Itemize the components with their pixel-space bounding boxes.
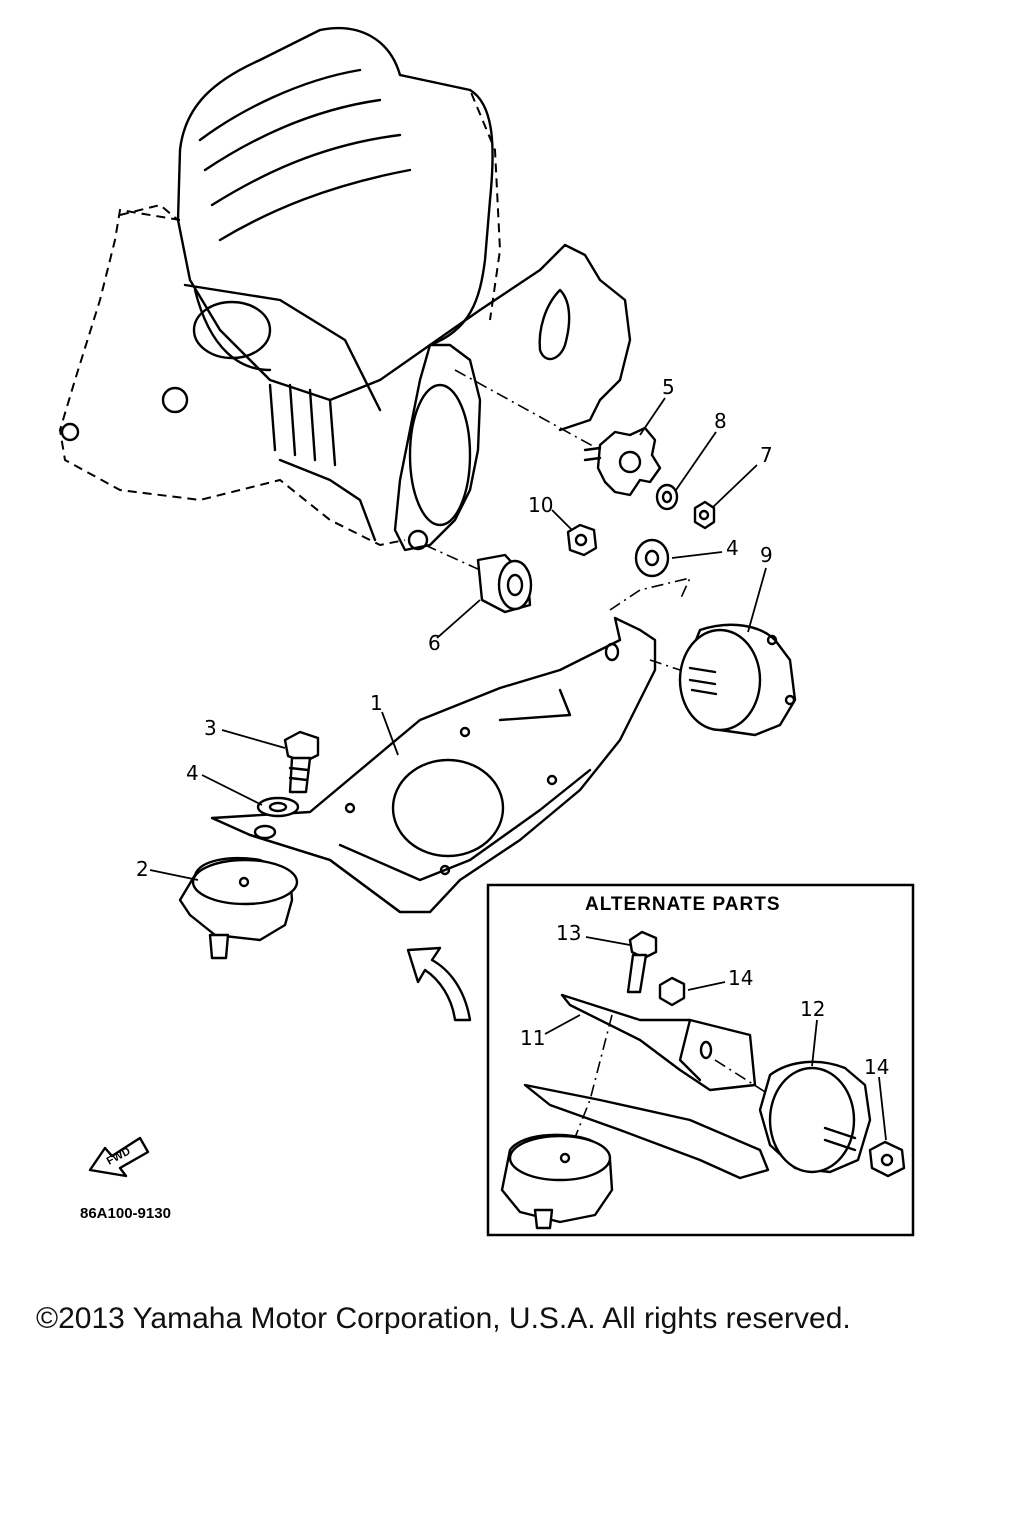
callout-9: 9: [760, 543, 773, 567]
part-9-rubber-mount-illustration: [649, 623, 797, 737]
callout-12: 12: [800, 997, 825, 1021]
callout-14b: 14: [864, 1055, 889, 1079]
callout-labels: 1 2 3 4 4 5 6 7 8 9 10 11 12 13 14 14: [136, 375, 889, 1079]
fwd-arrow-icon: FWD: [88, 1136, 150, 1178]
engine-block-illustration: [58, 26, 502, 547]
callout-6: 6: [428, 631, 441, 655]
callout-3: 3: [204, 716, 217, 740]
small-hardware-illustration: [566, 483, 716, 578]
part-6-illustration: [424, 544, 533, 614]
leader-lines: [149, 397, 887, 1141]
crankcase-cover-illustration: [393, 243, 632, 552]
callout-4a: 4: [186, 761, 199, 785]
alternate-parts-title: ALTERNATE PARTS: [585, 894, 781, 915]
alternate-parts-box: ALTERNATE PARTS: [486, 883, 915, 1237]
callout-1: 1: [370, 691, 383, 715]
part-code: 86A100-9130: [80, 1205, 171, 1222]
callout-8: 8: [714, 409, 727, 433]
callout-11: 11: [520, 1026, 545, 1050]
callout-14a: 14: [728, 966, 753, 990]
callout-5: 5: [662, 375, 675, 399]
part-5-illustration: [583, 426, 662, 497]
callout-2: 2: [136, 857, 149, 881]
exploded-parts-diagram: FWD 86A100-9130 ALTERNATE PARTS: [58, 26, 915, 1237]
direction-arrow-icon: [406, 946, 472, 1022]
callout-10: 10: [528, 493, 553, 517]
parts-2-3-4-illustration: [178, 730, 320, 960]
callout-13: 13: [556, 921, 581, 945]
copyright-notice: ©2013 Yamaha Motor Corporation, U.S.A. A…: [36, 1302, 851, 1335]
callout-7: 7: [760, 443, 773, 467]
part-1-mounting-plate-illustration: [210, 576, 692, 914]
callout-4b: 4: [726, 536, 739, 560]
